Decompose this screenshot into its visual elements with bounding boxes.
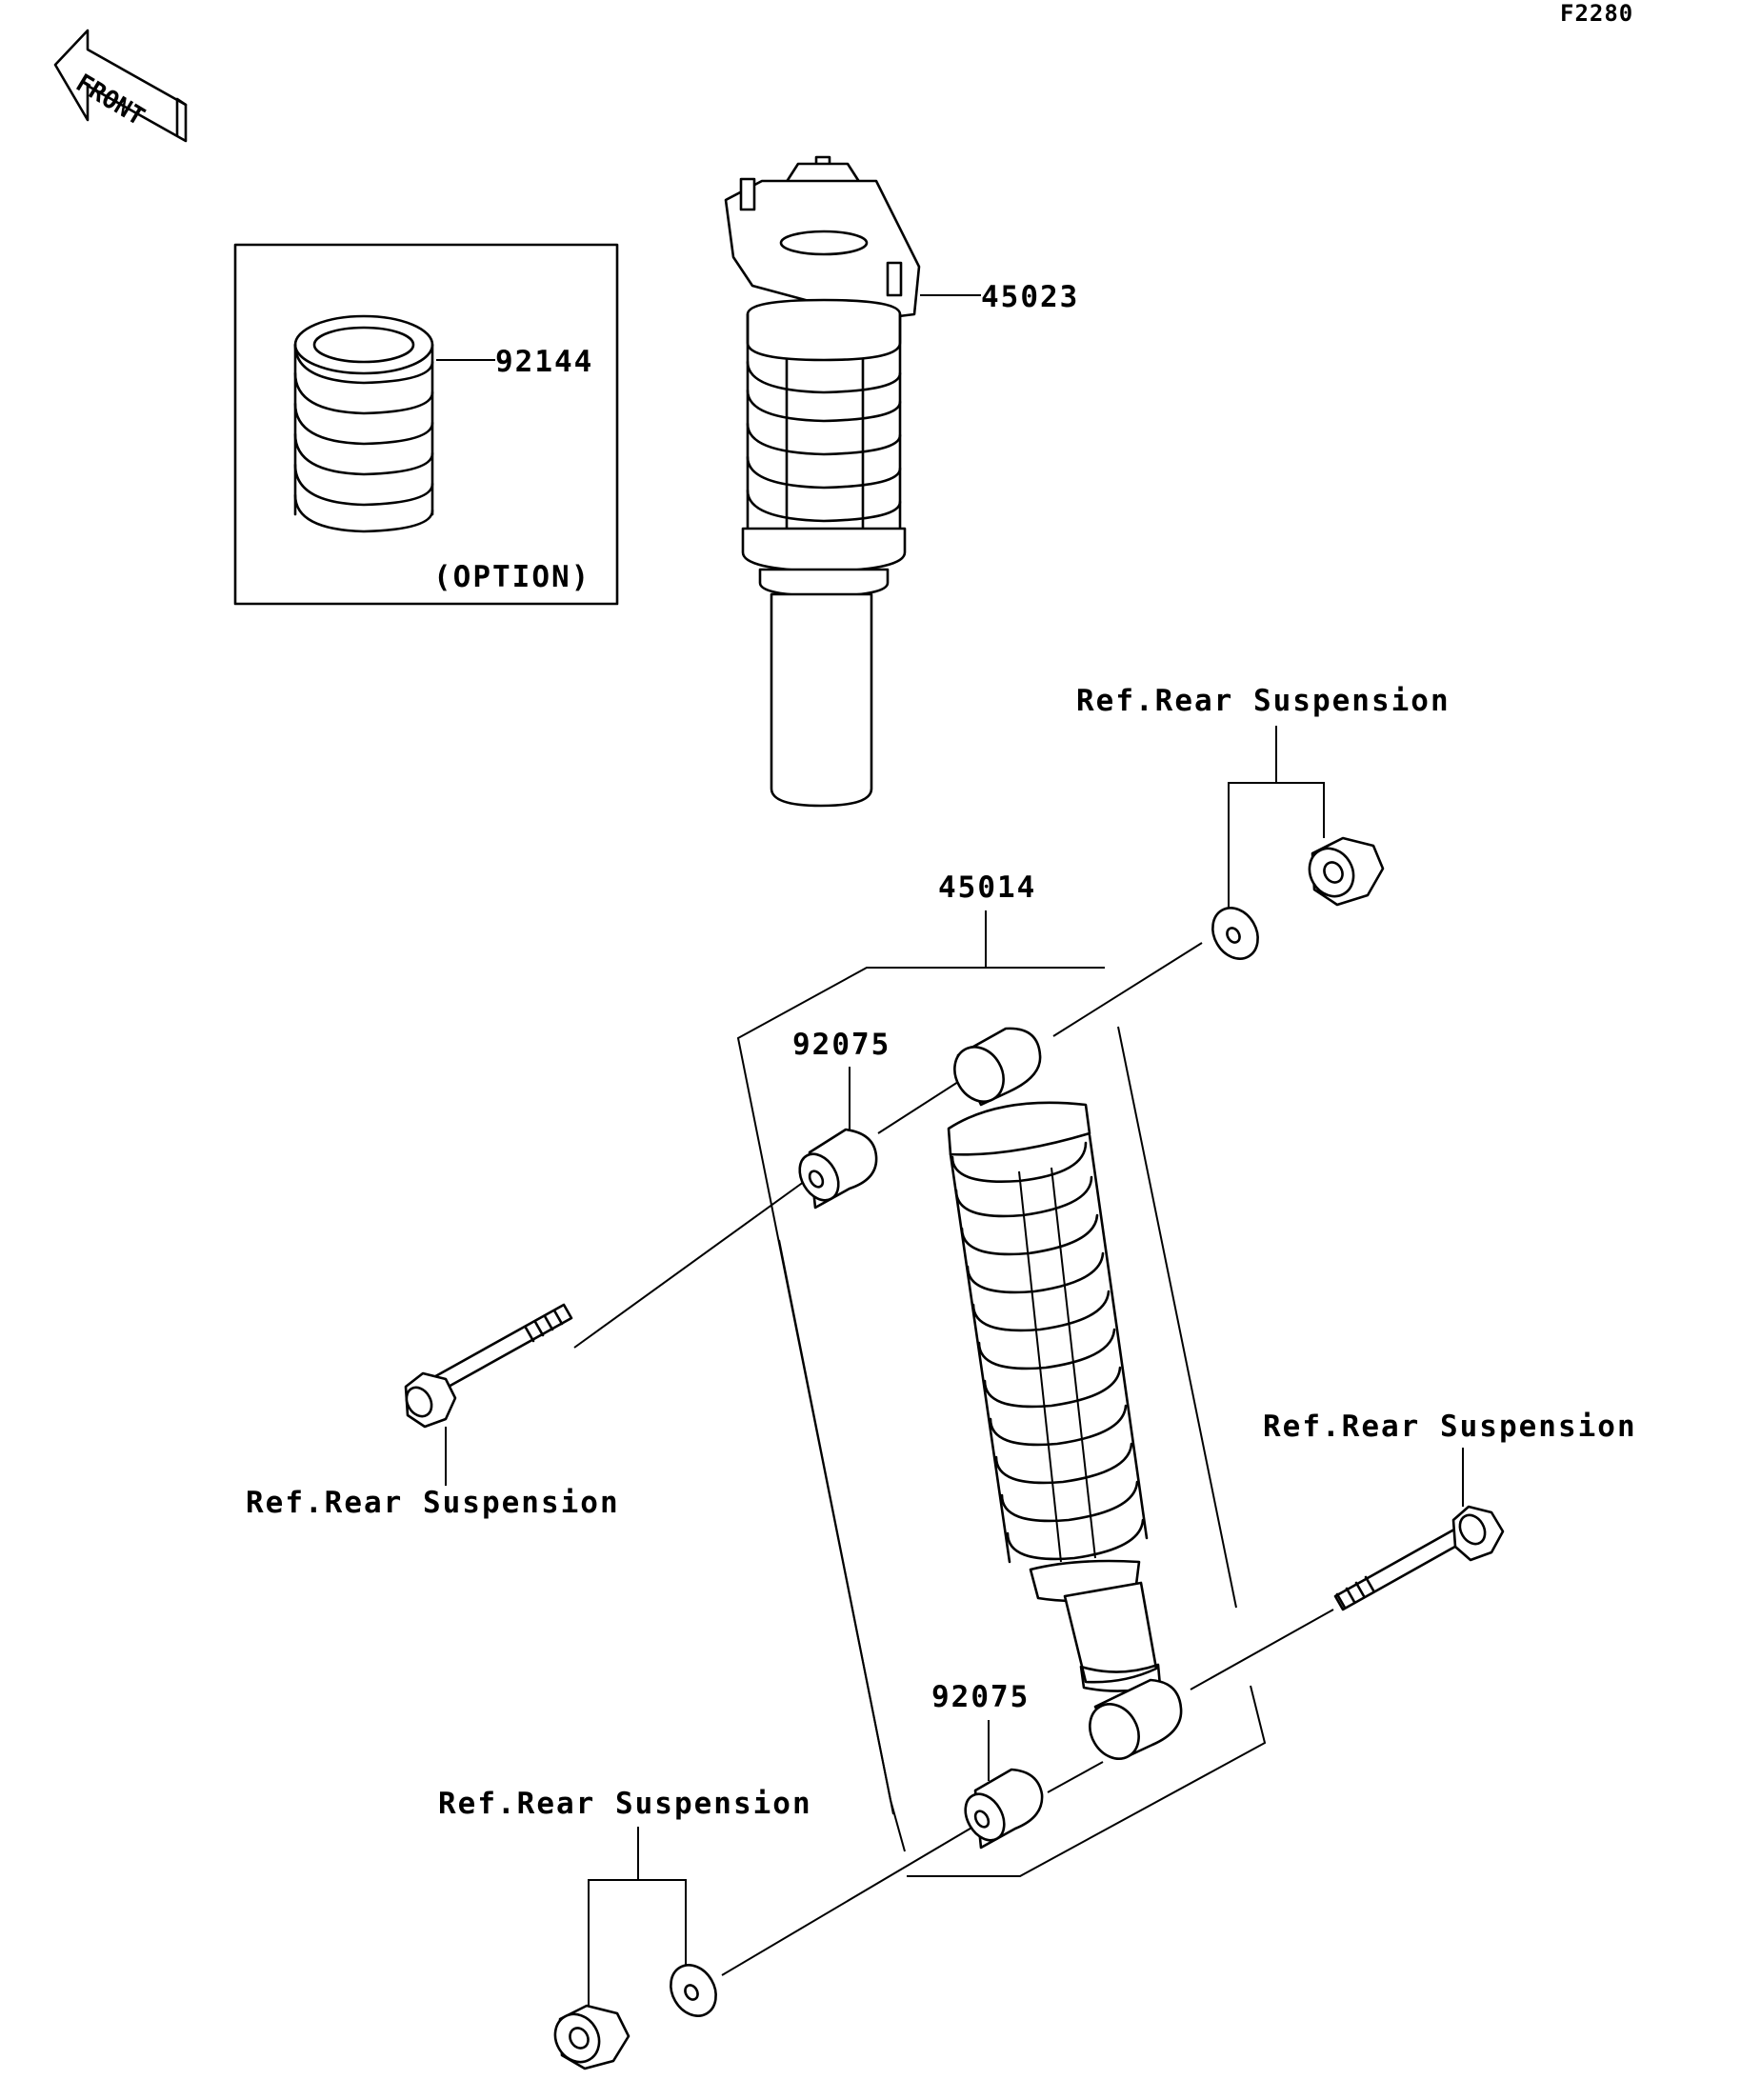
ref-rear-suspension-right-bolt[interactable]: Ref.Rear Suspension	[1263, 1410, 1637, 1444]
lower-flange-nut-icon	[553, 2004, 630, 2070]
diagram-code: F2280	[1560, 0, 1633, 27]
left-bolt-icon	[404, 1303, 573, 1429]
part-number-92075-upper[interactable]: 92075	[792, 1028, 891, 1062]
shock-spring-icon	[949, 1133, 1149, 1564]
coil-spring-icon	[293, 314, 434, 533]
front-shock-absorber-45023: 45023	[724, 155, 1079, 808]
right-bolt-icon	[1333, 1505, 1505, 1611]
part-number-45014[interactable]: 45014	[938, 870, 1036, 905]
part-number-92144[interactable]: 92144	[495, 345, 593, 379]
rear-shock-absorber-45014	[947, 1027, 1183, 1760]
lower-bushing-92075: 92075	[931, 1680, 1044, 1850]
ref-rear-suspension-upper-right[interactable]: Ref.Rear Suspension	[1076, 684, 1451, 718]
upper-washer-icon	[1211, 907, 1259, 960]
part-number-45023[interactable]: 45023	[981, 280, 1079, 314]
upper-bushing-92075: 92075	[792, 1028, 891, 1210]
option-box	[233, 243, 619, 606]
ref-rear-suspension-left-bolt[interactable]: Ref.Rear Suspension	[246, 1486, 620, 1520]
part-number-92075-lower[interactable]: 92075	[931, 1680, 1030, 1714]
lower-washer-icon	[670, 1964, 717, 2017]
option-spring-group: 92144 (OPTION)	[233, 243, 619, 606]
option-note: (OPTION)	[433, 560, 590, 594]
upper-flange-nut-icon	[1308, 836, 1385, 907]
front-direction-arrow: FRONT	[53, 29, 188, 143]
ref-rear-suspension-lower-left[interactable]: Ref.Rear Suspension	[438, 1787, 812, 1821]
